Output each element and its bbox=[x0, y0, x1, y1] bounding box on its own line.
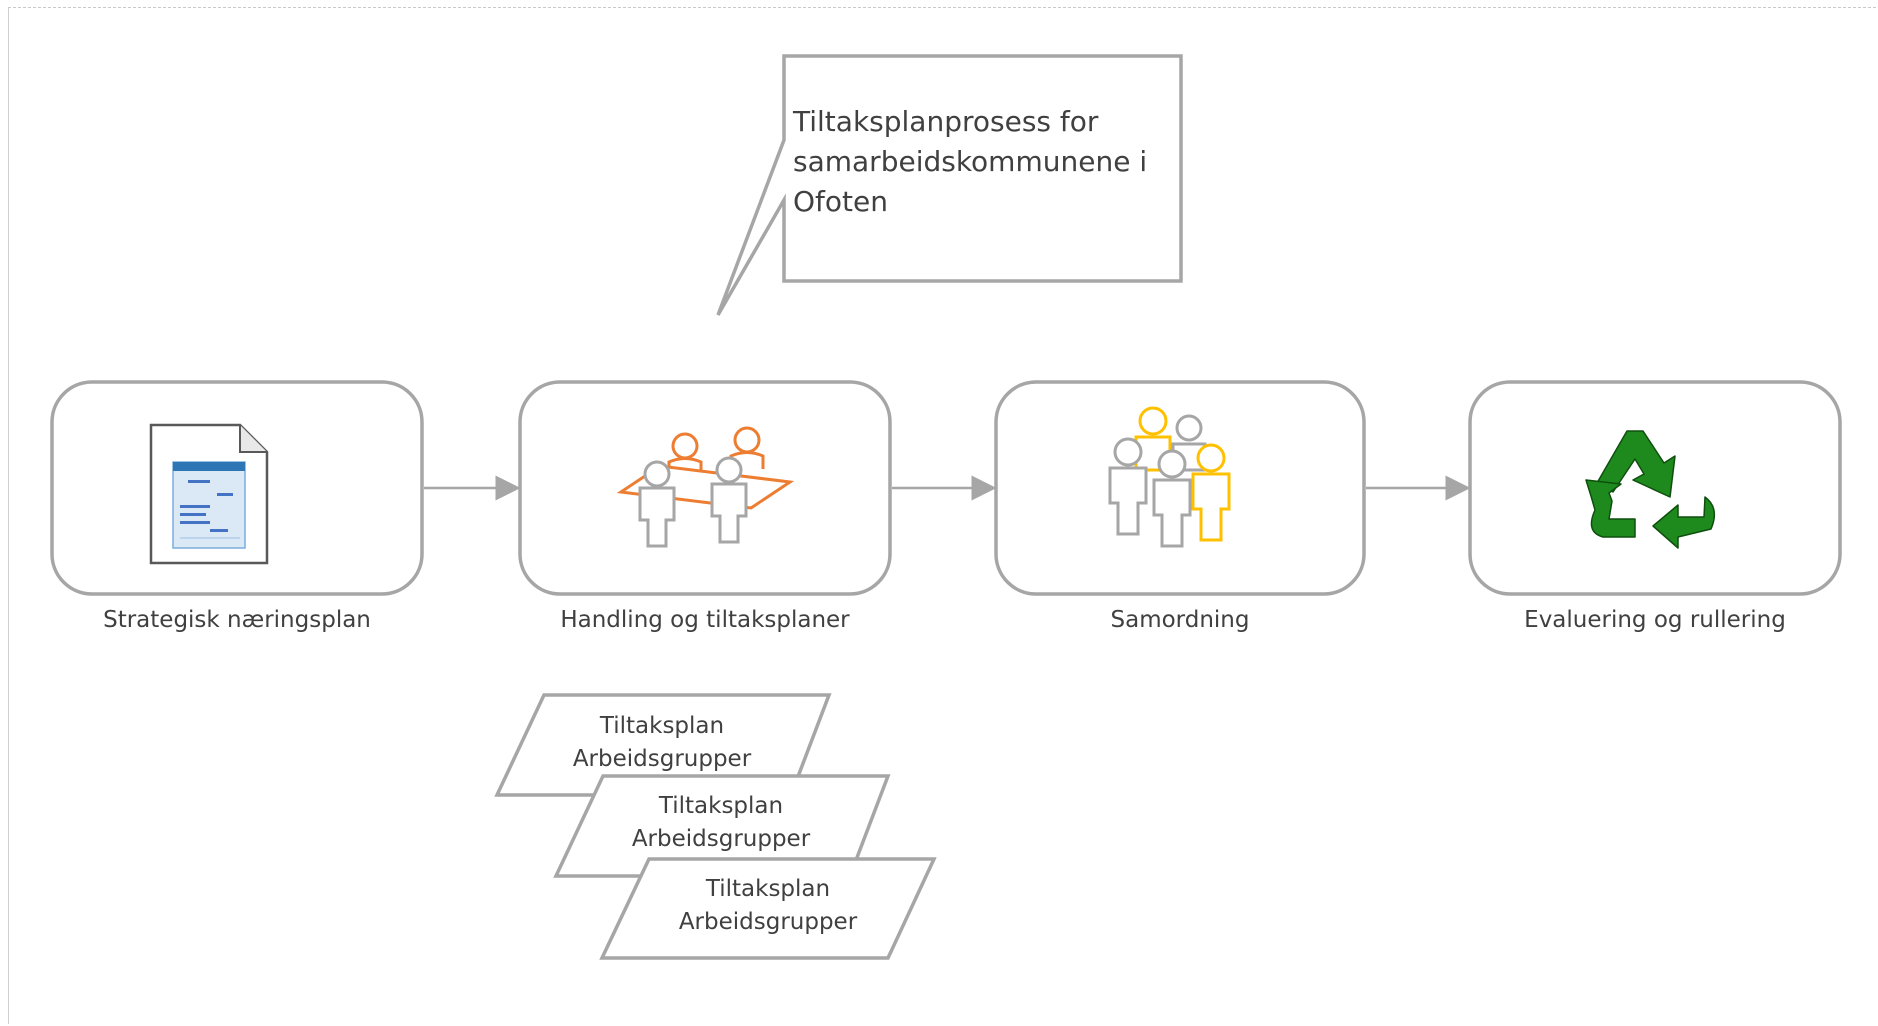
workgroup-title: Tiltaksplan bbox=[705, 876, 831, 902]
group-people-icon bbox=[1108, 406, 1231, 548]
callout-text: Tiltaksplanprosess for samarbeidskommune… bbox=[793, 105, 1148, 218]
workgroup-text-3: Tiltaksplan Arbeidsgrupper bbox=[628, 873, 908, 939]
callout-bubble[interactable] bbox=[716, 54, 1183, 316]
workgroup-subtitle: Arbeidsgrupper bbox=[631, 826, 811, 852]
workgroup-title: Tiltaksplan bbox=[599, 713, 725, 739]
document-plan-icon bbox=[149, 423, 269, 565]
workgroup-subtitle: Arbeidsgrupper bbox=[678, 909, 858, 935]
workgroup-text-1: Tiltaksplan Arbeidsgrupper bbox=[522, 710, 802, 776]
meeting-table-people-icon bbox=[616, 426, 795, 548]
workgroup-subtitle: Arbeidsgrupper bbox=[572, 746, 752, 772]
step-label-samordning: Samordning bbox=[1110, 607, 1250, 633]
workgroup-text-2: Tiltaksplan Arbeidsgrupper bbox=[581, 790, 861, 856]
step-label-handling: Handling og tiltaksplaner bbox=[560, 607, 850, 633]
recycle-icon bbox=[1585, 430, 1716, 549]
workgroup-parallelogram-3[interactable] bbox=[599, 857, 937, 960]
step-label-evaluering: Evaluering og rullering bbox=[1524, 607, 1786, 633]
canvas-frame bbox=[8, 7, 1876, 1024]
workgroup-title: Tiltaksplan bbox=[658, 793, 784, 819]
step-label-strategisk: Strategisk næringsplan bbox=[103, 607, 371, 633]
